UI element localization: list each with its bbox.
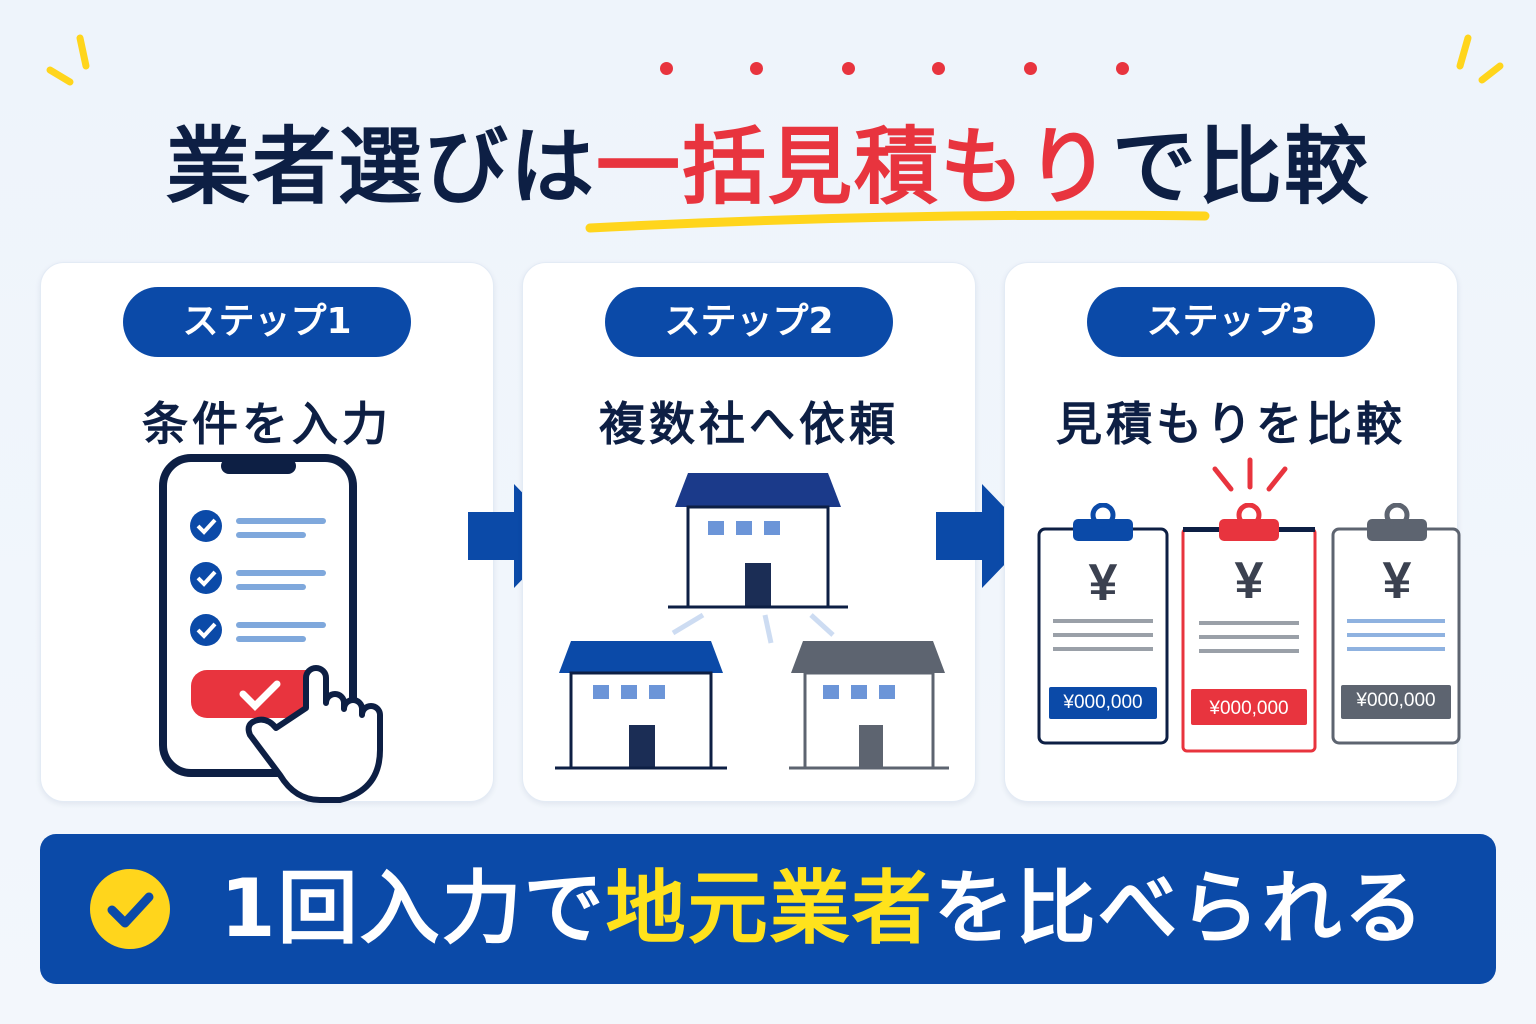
step-card-1: ステップ1 条件を入力	[40, 262, 494, 803]
quote-price-2: ¥000,000	[1209, 698, 1289, 719]
banner-part1: 1回入力で	[220, 862, 606, 955]
banner-part2: を比べられる	[933, 862, 1426, 955]
title-part2: で比較	[1112, 118, 1371, 216]
building-main	[668, 473, 848, 609]
sparkle-right-icon	[1456, 34, 1504, 84]
check-circle-icon	[90, 869, 170, 949]
step-title-2: 複数社へ依頼	[599, 397, 899, 451]
quote-currency-2: ¥	[1234, 552, 1264, 610]
buildings-icon	[555, 473, 949, 770]
check-list	[190, 510, 326, 646]
page-title: 業者選びは一括見積もりで比較	[0, 100, 1536, 221]
step-card-3: ステップ3 見積もりを比較 ¥ ¥000,000 ¥ ¥000,000 ¥ ¥0…	[1004, 262, 1461, 802]
step-badge-2: ステップ2	[605, 287, 893, 357]
banner-highlight: 地元業者	[605, 862, 934, 955]
step-title-1: 条件を入力	[142, 397, 392, 451]
step-badge-1: ステップ1	[123, 287, 411, 357]
step-badge-3: ステップ3	[1087, 287, 1375, 357]
quote-currency-3: ¥	[1382, 552, 1412, 610]
title-highlight: 一括見積もり	[595, 118, 1112, 216]
arrow-right-icon	[936, 484, 1032, 588]
building-right	[789, 641, 949, 770]
quote-price-1: ¥000,000	[1063, 692, 1143, 713]
step-title-3: 見積もりを比較	[1056, 397, 1406, 451]
quote-price-3: ¥000,000	[1356, 690, 1436, 711]
quote-clipboard-icon	[1037, 503, 1169, 745]
step-card-2: ステップ2 複数社へ依頼	[522, 262, 976, 802]
title-part1: 業者選びは	[165, 118, 596, 216]
emphasis-dots	[660, 62, 1160, 82]
summary-banner: 1回入力で地元業者を比べられる	[40, 834, 1496, 984]
quote-clipboard-icon	[1331, 503, 1461, 745]
quote-clipboard-highlight-icon	[1181, 503, 1317, 753]
building-left	[555, 641, 727, 770]
arrow-right-icon	[468, 484, 564, 588]
sparkle-left-icon	[46, 34, 90, 86]
banner-text: 1回入力で地元業者を比べられる	[220, 854, 1426, 964]
smartphone-icon	[159, 454, 383, 803]
emphasis-burst-icon	[1212, 457, 1288, 492]
quote-currency-1: ¥	[1088, 554, 1118, 612]
